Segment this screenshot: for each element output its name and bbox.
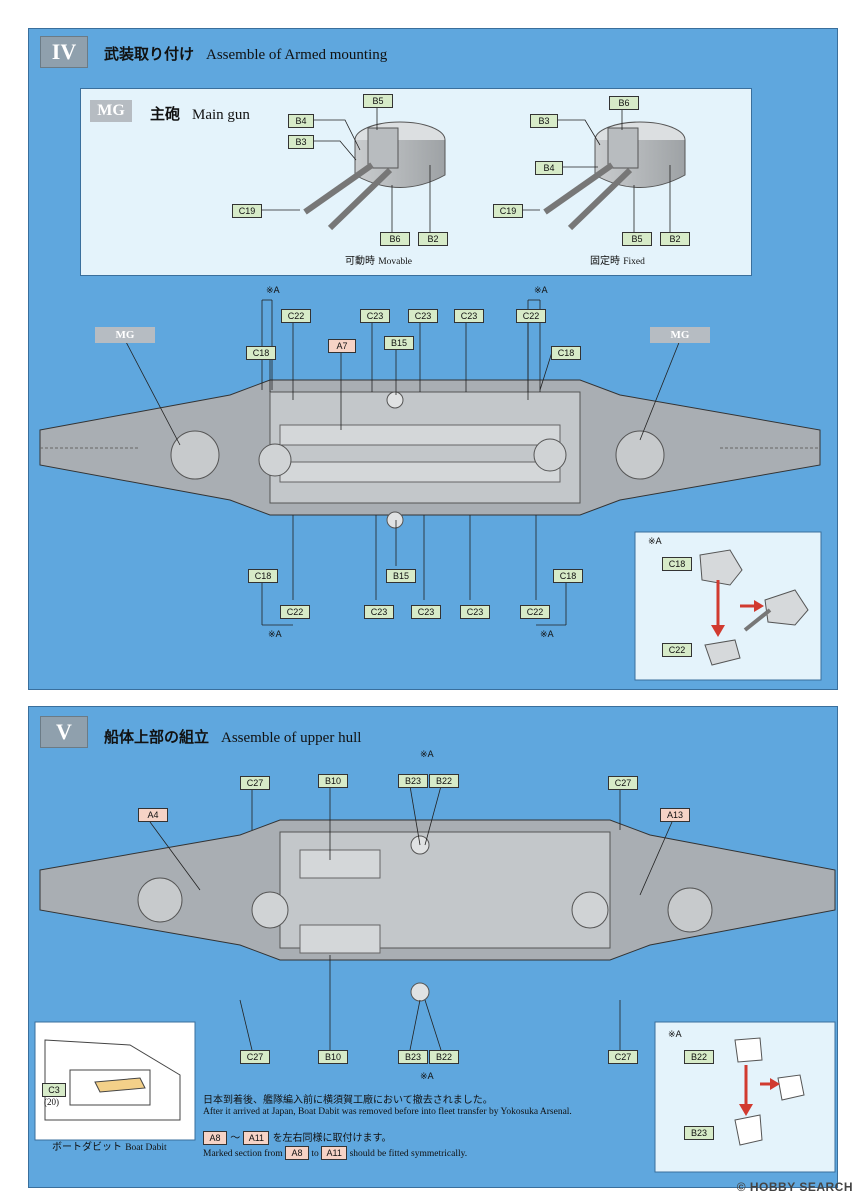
inset4-note-a: ※A <box>648 537 662 547</box>
turret-fixed-drawing <box>543 121 686 231</box>
watermark: © HOBBY SEARCH <box>736 1180 853 1194</box>
hull-bottom-c23-1: C23 <box>364 605 394 619</box>
marked-prefix: Marked section from <box>203 1149 283 1159</box>
hull-bottom-c23-2: C23 <box>411 605 441 619</box>
fixed-caption-en: Fixed <box>623 257 645 267</box>
fixed-label-c19: C19 <box>493 204 523 218</box>
step5-bottom-b22: B22 <box>429 1050 459 1064</box>
hull-bottom-c22-left: C22 <box>280 605 310 619</box>
step4-hull-drawing <box>39 379 821 529</box>
step4-number: IV <box>40 36 88 68</box>
fixed-label-b4: B4 <box>535 161 563 175</box>
note-a-bottom-right: ※A <box>540 630 554 640</box>
hull-top-b15: B15 <box>384 336 414 350</box>
note-a-top-left: ※A <box>266 286 280 296</box>
hull-bottom-c23-3: C23 <box>460 605 490 619</box>
hull-top-c23-3: C23 <box>454 309 484 323</box>
step5-note-en: After it arrived at Japan, Boat Dabit wa… <box>203 1107 572 1117</box>
hull-top-c18-left: C18 <box>246 346 276 360</box>
mg-box-tag: MG <box>90 100 132 122</box>
hull-bottom-c18-left: C18 <box>248 569 278 583</box>
boat-dabit-part-c3: C3 <box>42 1083 66 1097</box>
inset5-label-b23: B23 <box>684 1126 714 1140</box>
mg-box-title-en: Main gun <box>192 107 250 123</box>
step5-marked-line: Marked section from A8 to A11 should be … <box>203 1146 467 1160</box>
step5-number: V <box>40 716 88 748</box>
mg-box-title-jp: 主砲 <box>150 105 181 123</box>
hull-top-a7: A7 <box>328 339 356 353</box>
inset5-note-a: ※A <box>668 1030 682 1040</box>
fixed-caption: 固定時 Fixed <box>590 252 645 267</box>
step4-title: 武装取り付け Assemble of Armed mounting <box>104 43 387 64</box>
step5-title-en: Assemble of upper hull <box>221 730 362 746</box>
step5-range-line: A8 ～ A11 を左右同様に取付けます。 <box>203 1129 392 1145</box>
note-a-bottom-left: ※A <box>268 630 282 640</box>
movable-caption: 可動時 Movable <box>345 252 412 267</box>
step5-top-b22: B22 <box>429 774 459 788</box>
step5-note-jp: 日本到着後、艦隊編入前に横須賀工廠において撤去されました。 <box>203 1095 493 1106</box>
step5-top-b23: B23 <box>398 774 428 788</box>
fixed-label-b6: B6 <box>609 96 639 110</box>
step5-title-jp: 船体上部の組立 <box>104 728 210 746</box>
boat-dabit-count: (20) <box>44 1097 59 1107</box>
marked-to-label: A11 <box>321 1146 348 1160</box>
step5-bottom-c27-left: C27 <box>240 1050 270 1064</box>
hull-top-c23-2: C23 <box>408 309 438 323</box>
movable-caption-en: Movable <box>378 257 412 267</box>
movable-label-b4: B4 <box>288 114 314 128</box>
step5-top-a13: A13 <box>660 808 690 822</box>
movable-label-b6: B6 <box>380 232 410 246</box>
step5-top-c27-right: C27 <box>608 776 638 790</box>
fixed-label-b5: B5 <box>622 232 652 246</box>
step5-bottom-c27-right: C27 <box>608 1050 638 1064</box>
boat-dabit-caption: ボートダビット Boat Dabit <box>52 1138 167 1153</box>
hull-top-c23-1: C23 <box>360 309 390 323</box>
inset4-label-c18: C18 <box>662 557 692 571</box>
step5-note-a-bottom: ※A <box>420 1072 434 1082</box>
range-from-label: A8 <box>203 1131 227 1145</box>
hull-top-c22-right: C22 <box>516 309 546 323</box>
hull-mg-tag-right: MG <box>650 327 710 343</box>
boat-dabit-caption-jp: ボートダビット <box>52 1142 122 1153</box>
step5-top-b10: B10 <box>318 774 348 788</box>
marked-to-word: to <box>311 1149 319 1159</box>
step5-title: 船体上部の組立 Assemble of upper hull <box>104 726 361 747</box>
boat-dabit-caption-en: Boat Dabit <box>125 1143 167 1153</box>
fixed-label-b3: B3 <box>530 114 558 128</box>
movable-label-b5: B5 <box>363 94 393 108</box>
marked-from-label: A8 <box>285 1146 310 1160</box>
marked-suffix: should be fitted symmetrically. <box>349 1149 468 1159</box>
hull-mg-tag-left: MG <box>95 327 155 343</box>
step5-bottom-b10: B10 <box>318 1050 348 1064</box>
fixed-caption-jp: 固定時 <box>590 256 620 267</box>
turret-movable-drawing <box>303 121 446 231</box>
range-to-label: A11 <box>243 1131 270 1145</box>
hull-top-c18-right: C18 <box>551 346 581 360</box>
range-jp-text: を左右同様に取付けます。 <box>272 1133 392 1144</box>
inset5-label-b22: B22 <box>684 1050 714 1064</box>
hull-top-c22-left: C22 <box>281 309 311 323</box>
hull-bottom-b15: B15 <box>386 569 416 583</box>
step4-title-jp: 武装取り付け <box>104 45 195 63</box>
mg-box-title: 主砲 Main gun <box>150 103 250 124</box>
step4-title-en: Assemble of Armed mounting <box>206 47 388 63</box>
step4-inset-drawing <box>634 531 822 681</box>
step5-top-a4: A4 <box>138 808 168 822</box>
movable-label-c19: C19 <box>232 204 262 218</box>
movable-label-b2: B2 <box>418 232 448 246</box>
movable-label-b3: B3 <box>288 135 314 149</box>
inset4-label-c22: C22 <box>662 643 692 657</box>
step5-note-a-top: ※A <box>420 750 434 760</box>
hull-bottom-c22-right: C22 <box>520 605 550 619</box>
note-a-top-right: ※A <box>534 286 548 296</box>
fixed-label-b2: B2 <box>660 232 690 246</box>
movable-caption-jp: 可動時 <box>345 256 375 267</box>
step5-bottom-b23: B23 <box>398 1050 428 1064</box>
hull-bottom-c18-right: C18 <box>553 569 583 583</box>
step5-top-c27-left: C27 <box>240 776 270 790</box>
range-tilde: ～ <box>230 1133 241 1144</box>
fixed-leaders <box>520 108 671 232</box>
movable-leaders <box>260 106 431 232</box>
